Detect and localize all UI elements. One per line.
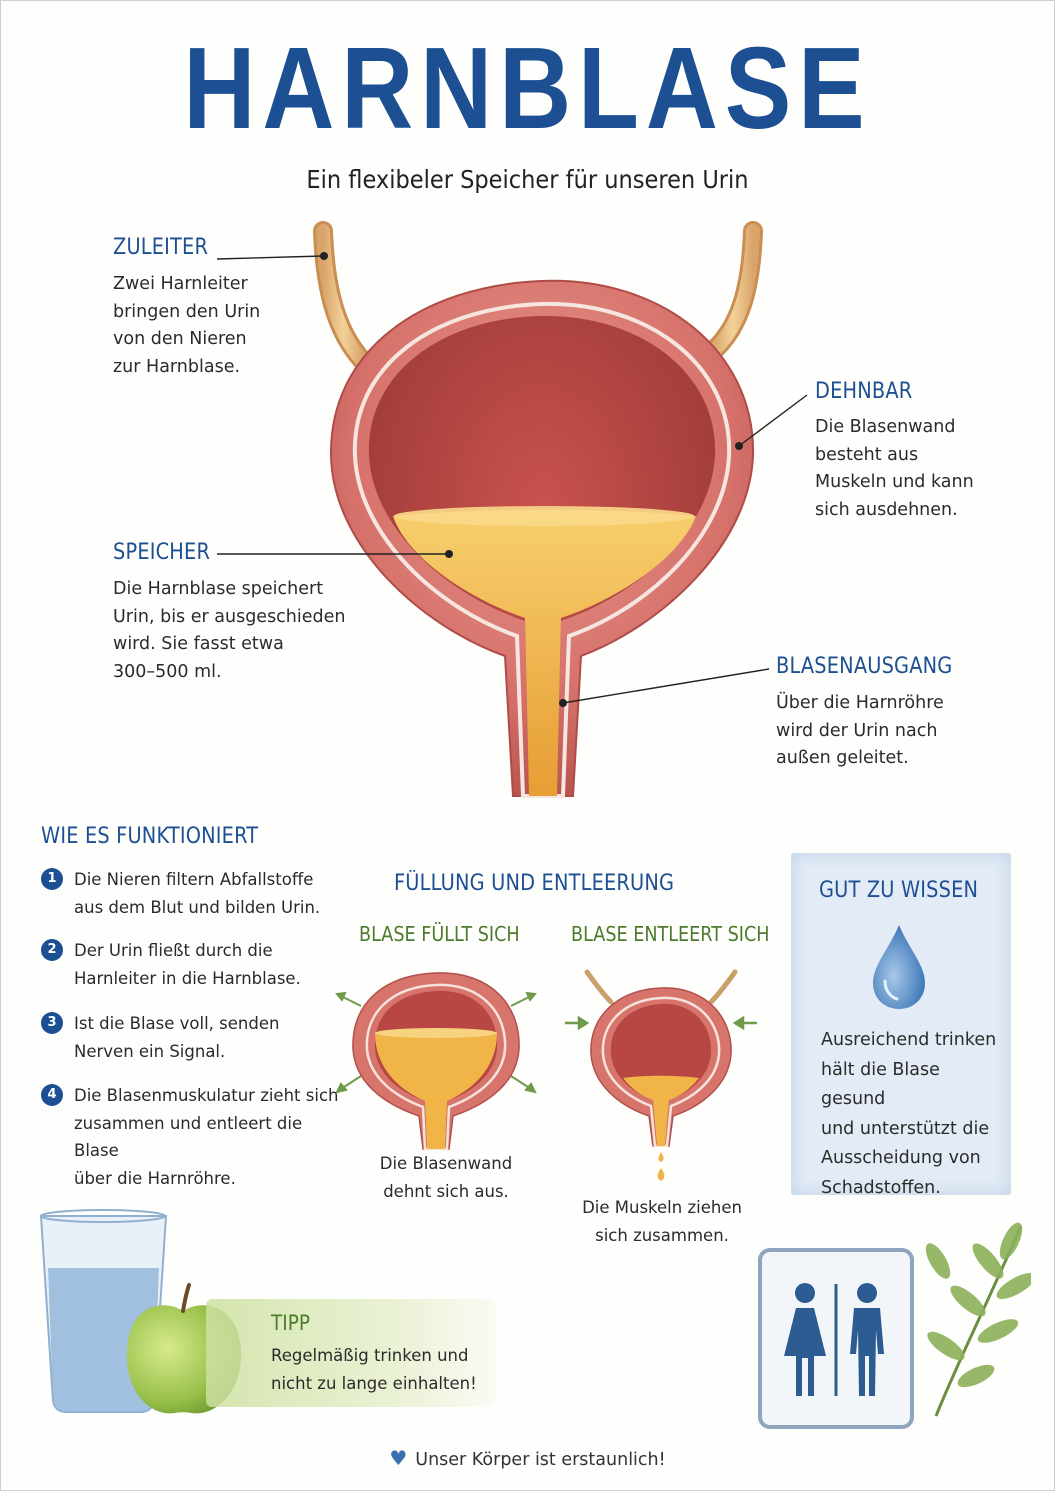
- how-it-works-heading: WIE ES FUNKTIONIERT: [41, 824, 259, 849]
- steps-list: 1 Die Nieren filtern Abfallstoffe aus de…: [41, 866, 351, 1188]
- fill-label: BLASE FÜLLT SICH: [359, 922, 520, 946]
- empty-caption: Die Muskeln ziehen sich zusammen.: [582, 1198, 742, 1245]
- good-to-know-text: Ausreichend trinken hält die Blase gesun…: [821, 1030, 997, 1198]
- leaves-icon: [925, 1222, 1031, 1417]
- step-number: 4: [41, 1084, 63, 1106]
- water-drop-icon: [873, 925, 925, 1009]
- step-text: Ist die Blase voll, senden Nerven ein Si…: [74, 1014, 280, 1061]
- tip-heading: TIPP: [271, 1311, 311, 1335]
- page-title: HARNBLASE: [183, 23, 872, 153]
- callout-ausgang-text: Über die Harnröhre wird der Urin nach au…: [776, 693, 944, 768]
- restroom-sign-icon: [758, 1248, 914, 1429]
- step-number: 2: [41, 939, 63, 961]
- heart-icon: ♥: [389, 1446, 408, 1470]
- footer-text: Unser Körper ist erstaunlich!: [415, 1450, 666, 1470]
- page-subtitle: Ein flexibeler Speicher für unseren Urin: [306, 165, 749, 194]
- callout-zuleiter-text: Zwei Harnleiter bringen den Urin von den…: [113, 274, 261, 377]
- bladder-illustration: [313, 221, 763, 798]
- step-number: 1: [41, 868, 63, 890]
- step-number: 3: [41, 1012, 63, 1034]
- footer: ♥ Unser Körper ist erstaunlich!: [1, 1446, 1054, 1470]
- leader-lines: [216, 255, 808, 704]
- good-to-know-box: [791, 853, 1011, 1195]
- callout-ausgang-label: BLASENAUSGANG: [776, 654, 953, 679]
- bladder-emptying-icon: [565, 969, 757, 1181]
- callout-dehnbar-text: Die Blasenwand besteht aus Muskeln und k…: [815, 417, 974, 520]
- callout-speicher-label: SPEICHER: [113, 540, 211, 565]
- fill-empty-heading: FÜLLUNG UND ENTLEERUNG: [394, 871, 675, 896]
- step-text: Die Nieren filtern Abfallstoffe aus dem …: [74, 870, 321, 917]
- empty-label: BLASE ENTLEERT SICH: [571, 922, 770, 946]
- callout-speicher-text: Die Harnblase speichert Urin, bis er aus…: [113, 579, 346, 682]
- step-text: Die Blasenmuskulatur zieht sich zusammen…: [74, 1086, 339, 1188]
- fill-caption: Die Blasenwand dehnt sich aus.: [379, 1154, 513, 1201]
- tip-text: Regelmäßig trinken und nicht zu lange ei…: [271, 1346, 477, 1393]
- good-to-know-heading: GUT ZU WISSEN: [819, 878, 979, 903]
- bladder-filling-icon: [335, 972, 537, 1151]
- step-text: Der Urin fließt durch die Harnleiter in …: [74, 941, 301, 988]
- callout-zuleiter-label: ZULEITER: [113, 235, 209, 260]
- callout-dehnbar-label: DEHNBAR: [815, 379, 913, 404]
- tip-box: [206, 1299, 496, 1407]
